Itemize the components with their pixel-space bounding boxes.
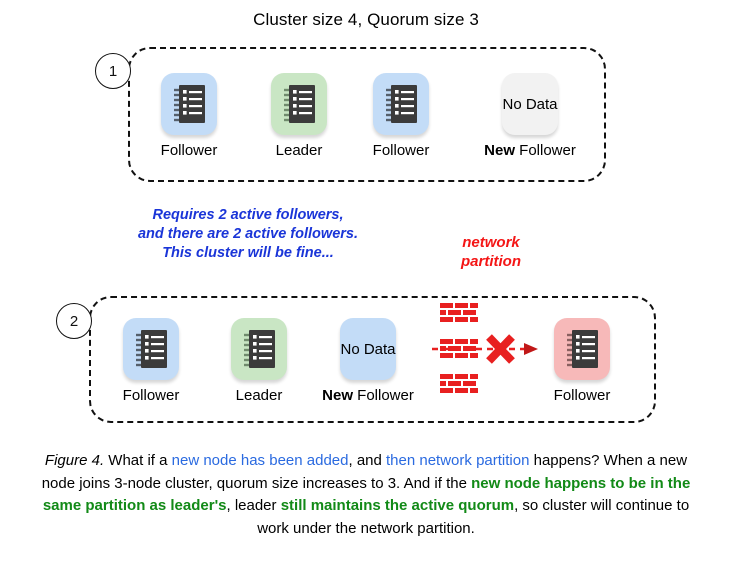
network-partition-line-1: network	[462, 234, 520, 251]
caption-green-1: new node happens to be in the same parti…	[42, 474, 691, 515]
blue-annotation-line-1: Requires 2 active followers,	[152, 207, 344, 223]
step-badge-1: 1	[95, 53, 131, 89]
node-tile	[161, 73, 217, 135]
node-p2-leader[interactable]: Leader	[213, 318, 305, 404]
blue-annotation: Requires 2 active followers, and there a…	[98, 206, 398, 263]
node-label: New Follower	[484, 142, 576, 159]
cluster-panel-1	[128, 47, 606, 182]
no-data-text: No Data	[340, 340, 396, 358]
no-data-text: No Data	[502, 95, 558, 113]
notebook-icon	[244, 330, 275, 368]
network-partition-label: network partition	[424, 233, 558, 271]
blue-annotation-line-2: and there are 2 active followers.	[137, 226, 358, 242]
x-mark-icon	[486, 334, 515, 364]
node-label: Follower	[160, 142, 218, 159]
node-tile	[231, 318, 287, 380]
node-p2-partitioned-follower[interactable]: Follower	[536, 318, 628, 404]
figure-caption: Figure 4. What if a new node has been ad…	[28, 450, 704, 540]
network-partition-line-2: partition	[461, 253, 521, 270]
node-tile-nodata: No Data	[502, 73, 558, 135]
step-badge-2: 2	[56, 303, 92, 339]
node-p2-new-follower[interactable]: No Data New Follower	[322, 318, 414, 404]
node-label: Leader	[235, 387, 283, 404]
node-p1-leader[interactable]: Leader	[253, 73, 345, 159]
caption-green-2: still maintains the active quorum	[280, 497, 515, 514]
notebook-icon	[136, 330, 167, 368]
caption-seg-1: What if a	[104, 452, 172, 469]
node-label: Follower	[122, 387, 180, 404]
node-label: New Follower	[322, 387, 414, 404]
figure-title: Cluster size 4, Quorum size 3	[253, 10, 479, 29]
caption-blue-2: then network partition	[386, 452, 530, 469]
notebook-icon	[567, 330, 598, 368]
notebook-icon	[386, 85, 417, 123]
node-tile	[271, 73, 327, 135]
caption-seg-3: happens? When a new node joins 3-node cl…	[41, 452, 688, 492]
caption-blue-1: new node has been added	[171, 452, 349, 469]
notebook-icon	[174, 85, 205, 123]
blue-annotation-line-3: This cluster will be fine...	[162, 245, 334, 261]
caption-seg-5: , so cluster will continue to work under…	[257, 497, 690, 537]
brick-wall-icon	[440, 303, 478, 393]
node-label: Follower	[372, 142, 430, 159]
node-tile	[373, 73, 429, 135]
node-tile-nodata: No Data	[340, 318, 396, 380]
network-partition-graphic	[432, 303, 550, 395]
caption-seg-2: , and	[348, 452, 387, 469]
dashed-arrow-icon	[432, 343, 538, 355]
caption-seg-4: , leader	[226, 497, 281, 514]
node-tile	[123, 318, 179, 380]
node-p1-follower-1[interactable]: Follower	[143, 73, 235, 159]
node-p2-follower-1[interactable]: Follower	[105, 318, 197, 404]
cluster-panel-2	[89, 296, 656, 423]
node-label: Follower	[553, 387, 611, 404]
node-tile	[554, 318, 610, 380]
notebook-icon	[284, 85, 315, 123]
node-p1-new-follower[interactable]: No Data New Follower	[484, 73, 576, 159]
node-label: Leader	[275, 142, 323, 159]
caption-figure-number: Figure 4.	[44, 452, 105, 469]
node-p1-follower-2[interactable]: Follower	[355, 73, 447, 159]
